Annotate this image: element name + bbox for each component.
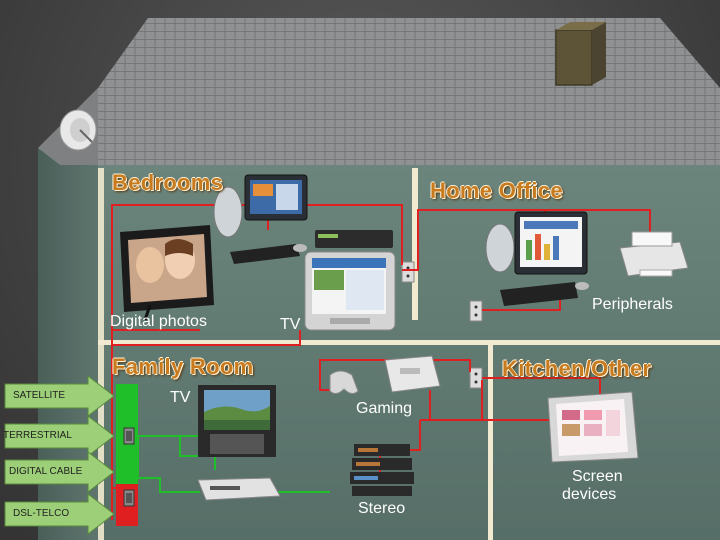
wall-socket-icon xyxy=(469,367,483,389)
label-screen: Screen xyxy=(572,468,623,485)
label-stereo: Stereo xyxy=(358,500,406,517)
printer-icon xyxy=(619,231,689,277)
game-console-icon xyxy=(329,355,441,395)
satellite-dish-icon xyxy=(59,109,97,151)
label-gaming: Gaming xyxy=(356,400,413,417)
arrow-satellite xyxy=(4,374,115,418)
input-label-terrestrial: TERRESTRIAL xyxy=(3,430,72,441)
dvd-player-icon xyxy=(197,477,281,501)
label-tv-upper: TV xyxy=(280,316,301,333)
divider-vertical-bottom xyxy=(488,345,493,540)
room-title-family-room: Family Room xyxy=(112,354,254,379)
label-peripherals: Peripherals xyxy=(592,296,673,313)
ethernet-connector-icon xyxy=(123,489,135,507)
label-digital-photos: Digital photos xyxy=(110,313,207,330)
wall-socket-icon xyxy=(469,300,483,322)
stereo-icon xyxy=(350,444,414,496)
divider-horizontal xyxy=(98,340,720,345)
label-tv-family: TV xyxy=(170,389,191,406)
arrow-terrestrial xyxy=(4,414,115,458)
room-title-kitchen: Kitchen/Other xyxy=(502,356,652,381)
digital-photo-frame-icon xyxy=(120,225,214,321)
label-devices: devices xyxy=(562,486,617,503)
coax-connector-icon xyxy=(123,427,135,445)
screen-device-icon xyxy=(547,391,639,463)
input-label-satellite: SATELLITE xyxy=(13,390,66,401)
roof xyxy=(98,18,720,165)
office-computer-icon xyxy=(485,211,589,306)
chimney xyxy=(555,29,593,86)
divider-vertical-top xyxy=(412,168,418,320)
input-label-digital-cable: DIGITAL CABLE xyxy=(9,466,83,477)
arrow-dsl-telco xyxy=(4,492,115,536)
room-title-home-office: Home Office xyxy=(430,178,563,203)
input-arrows xyxy=(4,374,115,536)
bedroom-computer-icon xyxy=(213,174,308,264)
family-tv-icon xyxy=(198,385,276,457)
input-label-dsl-telco: DSL-TELCO xyxy=(13,508,70,519)
crt-tv-icon xyxy=(304,230,396,331)
room-title-bedrooms: Bedrooms xyxy=(112,170,224,195)
wall-socket-icon xyxy=(401,261,415,283)
arrow-digital-cable xyxy=(4,450,115,494)
